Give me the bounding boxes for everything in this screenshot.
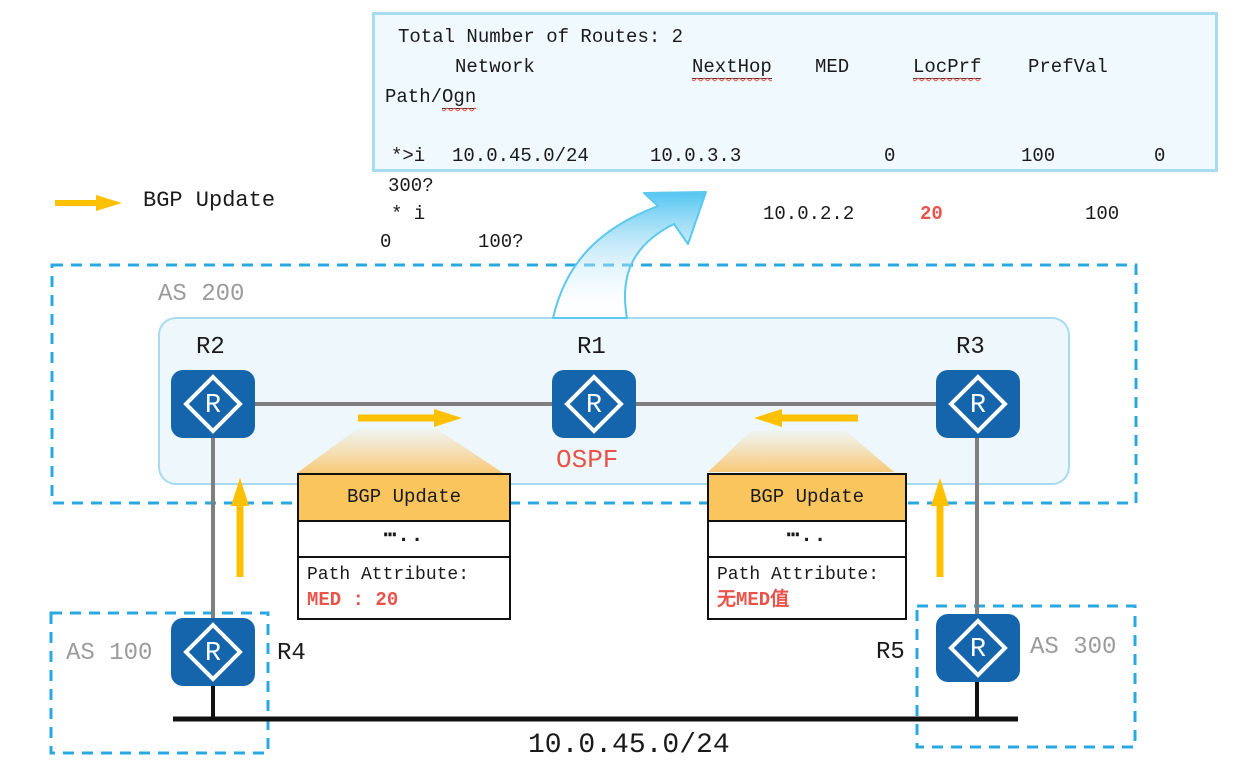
router-r2: R <box>171 370 255 438</box>
legend-arrow-head <box>96 195 122 211</box>
row1-locprf: 100 <box>1021 145 1056 167</box>
router-label-r5: R5 <box>876 639 905 666</box>
svg-text:R: R <box>205 391 221 421</box>
bgp-update-box-left-ellipsis: ⋯.. <box>299 522 509 558</box>
col-nexthop: NextHop <box>692 56 772 79</box>
lan-network-label: 10.0.45.0/24 <box>528 730 730 761</box>
col-locprf: LocPrf <box>913 56 982 79</box>
bgp-update-box-left: BGP Update ⋯.. Path Attribute: MED : 20 <box>297 473 511 620</box>
curved-arrow-to-table <box>552 191 707 319</box>
row1-path: 300? <box>388 175 434 197</box>
path-attribute-label: Path Attribute: <box>307 565 470 585</box>
row1-network: 10.0.45.0/24 <box>452 145 589 167</box>
router-icon: R <box>183 374 243 434</box>
route-table-title: Total Number of Routes: 2 <box>398 26 684 48</box>
col-path-ogn-word: Ogn <box>442 86 477 109</box>
as300-label: AS 300 <box>1030 634 1117 661</box>
ospf-label: OSPF <box>556 445 619 475</box>
router-r5: R <box>936 614 1020 682</box>
bgp-update-box-left-title: BGP Update <box>299 475 509 522</box>
bgp-update-box-right-title: BGP Update <box>709 475 905 522</box>
route-table-panel <box>372 12 1218 172</box>
row2-med-highlighted: 20 <box>920 203 943 225</box>
svg-text:R: R <box>205 639 221 669</box>
col-prefval: PrefVal <box>1028 56 1108 78</box>
router-r3: R <box>936 370 1020 438</box>
router-label-r1: R1 <box>577 334 606 361</box>
router-icon: R <box>183 622 243 682</box>
router-icon: R <box>564 374 624 434</box>
col-network: Network <box>455 56 535 78</box>
router-r4: R <box>171 618 255 686</box>
svg-text:R: R <box>970 635 986 665</box>
row2-prefval: 0 <box>380 231 392 253</box>
bgp-update-box-right-ellipsis: ⋯.. <box>709 522 905 558</box>
row2-path: 100? <box>478 231 524 253</box>
row1-med: 0 <box>884 145 896 167</box>
bgp-update-box-left-body: Path Attribute: MED : 20 <box>299 558 509 618</box>
bgp-update-box-right: BGP Update ⋯.. Path Attribute: 无MED值 <box>707 473 907 620</box>
as100-label: AS 100 <box>66 640 153 667</box>
router-icon: R <box>948 618 1008 678</box>
svg-text:R: R <box>970 391 986 421</box>
svg-text:R: R <box>586 391 602 421</box>
router-label-r2: R2 <box>196 334 225 361</box>
row1-prefval: 0 <box>1154 145 1166 167</box>
router-label-r3: R3 <box>956 334 985 361</box>
no-med-value-text: 无MED值 <box>717 589 790 611</box>
col-path-prefix: Path/ <box>385 86 443 108</box>
row1-flag: *>i <box>391 145 426 167</box>
row2-nexthop: 10.0.2.2 <box>763 203 855 225</box>
col-path-ogn: Path/Ogn <box>385 86 477 109</box>
col-med: MED <box>815 56 850 78</box>
legend-bgp-update-label: BGP Update <box>143 188 276 213</box>
bgp-update-box-right-body: Path Attribute: 无MED值 <box>709 558 905 618</box>
as200-label: AS 200 <box>158 281 245 308</box>
router-label-r4: R4 <box>277 640 306 667</box>
router-r1: R <box>552 370 636 438</box>
med-value-text: MED : 20 <box>307 589 399 611</box>
router-icon: R <box>948 374 1008 434</box>
row2-flag: * i <box>391 203 426 225</box>
path-attribute-label: Path Attribute: <box>717 565 880 585</box>
row1-nexthop: 10.0.3.3 <box>650 145 742 167</box>
row2-locprf: 100 <box>1085 203 1120 225</box>
